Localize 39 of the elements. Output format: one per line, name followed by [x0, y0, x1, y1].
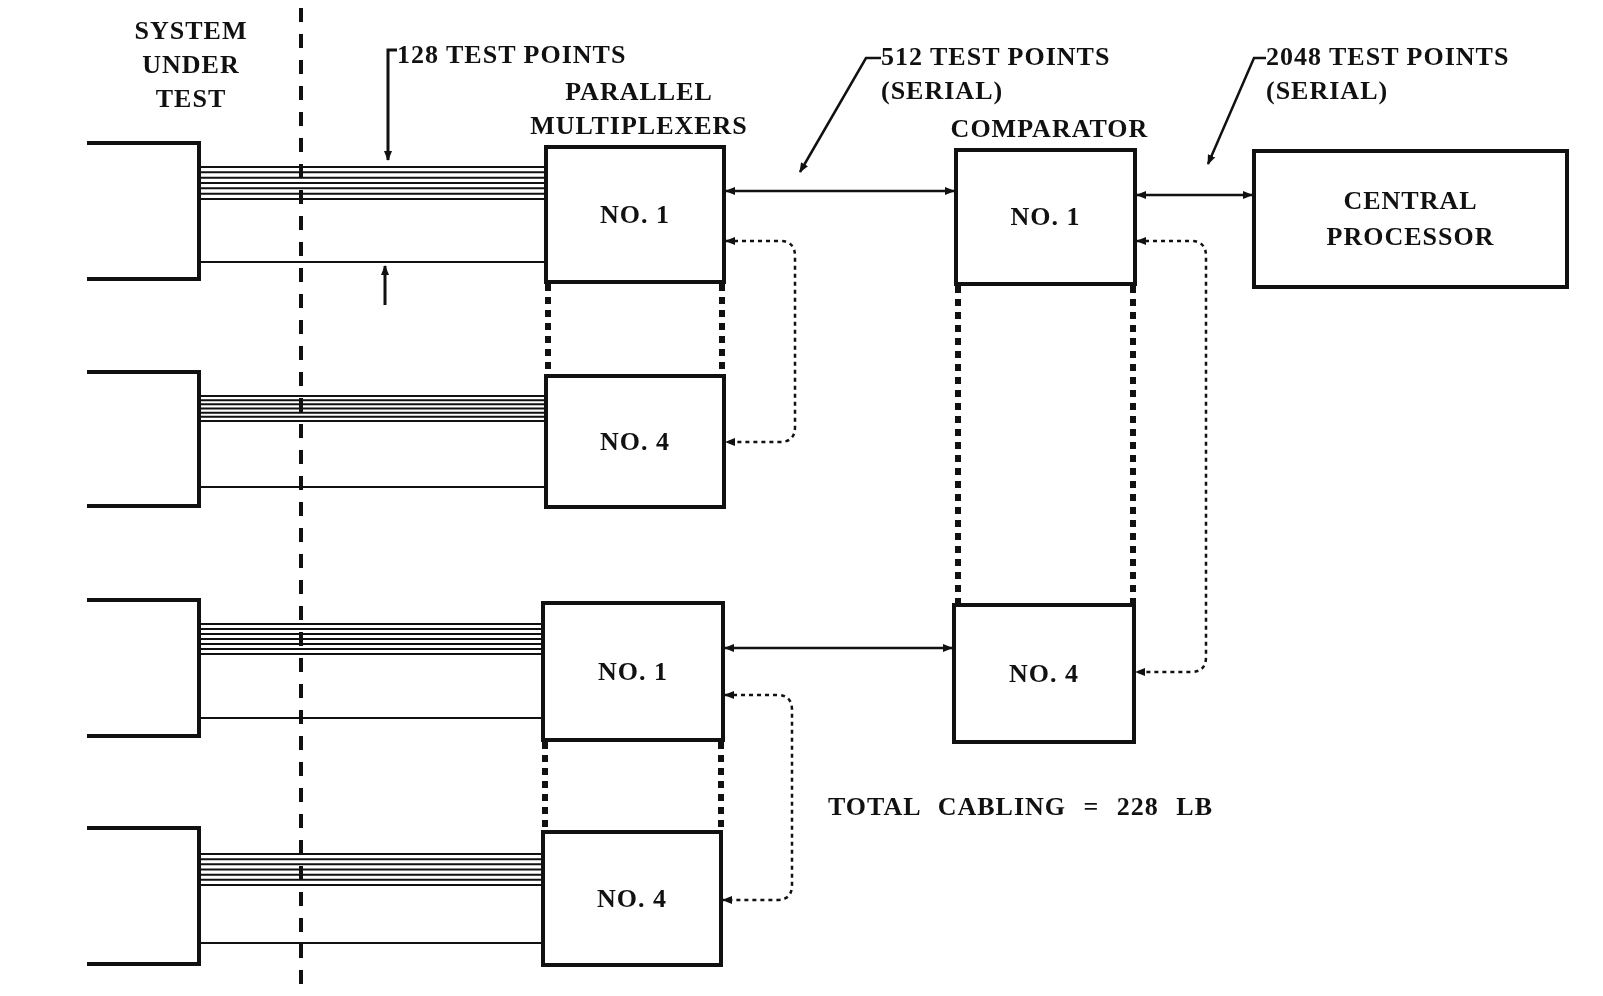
continuation-line — [542, 742, 548, 830]
leader-line — [1206, 56, 1266, 165]
box-label: NO. 1 — [1010, 202, 1081, 232]
box-label: NO. 4 — [597, 883, 667, 914]
box-heading: COMPARATOR — [949, 113, 1150, 145]
arrow — [725, 187, 955, 195]
connector-bracket — [87, 598, 201, 738]
annotation-text: 2048 TEST POINTS (SERIAL) — [1266, 40, 1600, 112]
arrow — [1135, 237, 1208, 676]
continuation-line — [955, 286, 961, 603]
box-label: NO. 4 — [1009, 658, 1079, 689]
process-box — [541, 601, 725, 742]
connector-bracket — [87, 370, 201, 508]
arrow — [722, 691, 794, 904]
arrow — [725, 237, 797, 446]
box-label: NO. 4 — [600, 426, 670, 457]
leader-line — [798, 56, 881, 173]
cable-bundle — [200, 623, 542, 719]
annotation-text: TOTAL CABLING = 228 LB — [828, 791, 1215, 823]
cable-bundle — [200, 166, 545, 263]
box-heading: PARALLEL MULTIPLEXERS — [529, 76, 749, 142]
process-box — [1252, 149, 1569, 289]
cable-bundle — [200, 395, 545, 488]
process-box — [952, 603, 1136, 744]
continuation-line — [1130, 286, 1136, 603]
annotation-text: 128 TEST POINTS — [397, 39, 628, 71]
annotation-text: 512 TEST POINTS (SERIAL) — [881, 40, 1201, 112]
arrow — [1136, 191, 1253, 199]
process-box — [544, 374, 726, 509]
box-label: CENTRAL PROCESSOR — [1325, 185, 1496, 253]
cable-bundle — [200, 853, 542, 944]
connector-bracket — [87, 826, 201, 966]
arrow — [724, 644, 953, 652]
connector-bracket — [87, 141, 201, 281]
continuation-line — [718, 742, 724, 830]
section-heading: SYSTEM UNDER TEST — [133, 15, 249, 115]
box-label: NO. 1 — [598, 656, 668, 687]
box-label: NO. 1 — [600, 199, 670, 230]
process-box — [541, 830, 723, 967]
